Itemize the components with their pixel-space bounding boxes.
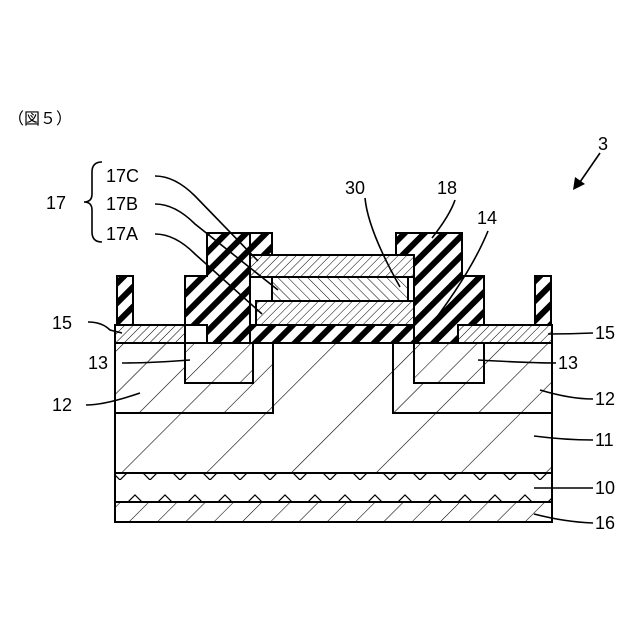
edge-post-left [117,276,133,325]
label-11: 11 [595,430,614,450]
layer-10 [115,473,552,502]
layer-17A [256,301,414,325]
label-16: 16 [595,513,615,533]
edge-post-right [535,276,551,325]
group-17-brace [84,162,102,242]
label-15-left: 15 [52,313,72,333]
leader-15-right [548,333,593,334]
layer-14 [232,325,435,343]
label-14: 14 [477,208,497,228]
label-12-left: 12 [52,395,72,415]
region-13-left [185,343,253,383]
label-17C: 17C [106,166,139,186]
layer-16 [115,502,552,522]
label-12-right: 12 [595,389,615,409]
region-13-right [414,343,484,383]
device-label: 3 [598,134,608,154]
label-13-right: 13 [558,353,578,373]
label-30: 30 [345,178,365,198]
group-17-label: 17 [46,193,66,213]
label-18: 18 [437,178,457,198]
label-13-left: 13 [88,353,108,373]
figure-caption: （図５） [8,109,72,128]
label-10: 10 [595,478,615,498]
device-pointer-arrow [573,153,600,190]
label-15-right: 15 [595,323,615,343]
layer-30 [272,277,408,301]
label-17A: 17A [106,224,138,244]
layer-15-right [458,325,552,343]
label-17B: 17B [106,194,138,214]
